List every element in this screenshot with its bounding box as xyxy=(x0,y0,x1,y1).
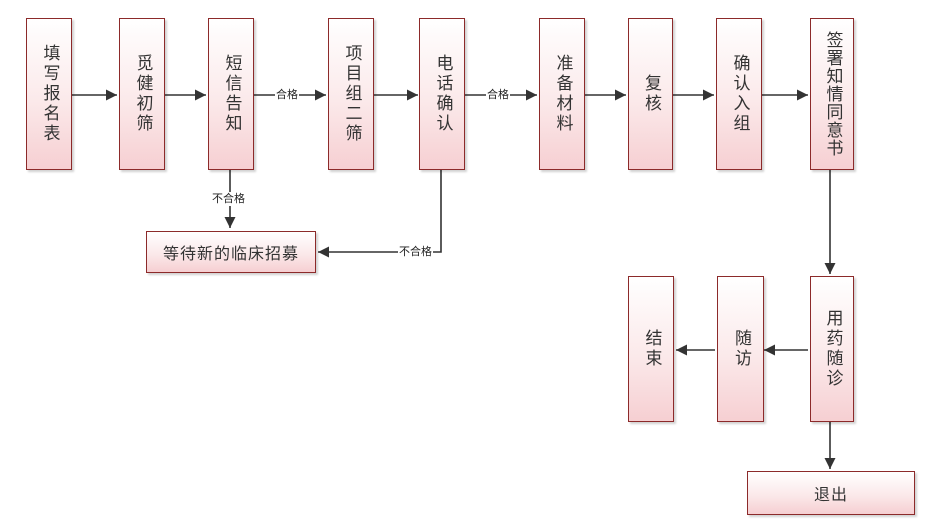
node-label: 确认入组 xyxy=(729,54,750,134)
edge-label-pass: 合格 xyxy=(486,88,510,102)
edge-label-pass: 合格 xyxy=(275,88,299,102)
node-prepare-materials: 准备材料 xyxy=(539,18,585,170)
node-label: 用药随诊 xyxy=(822,309,843,389)
node-project-second-screen: 项目组二筛 xyxy=(328,18,374,170)
node-label: 结束 xyxy=(641,329,662,369)
node-label: 准备材料 xyxy=(552,54,573,134)
node-exit: 退出 xyxy=(747,471,915,515)
node-prescreen: 觅健初筛 xyxy=(119,18,165,170)
node-label: 退出 xyxy=(813,485,848,504)
edge-label-fail: 不合格 xyxy=(398,245,433,259)
arrow-phone-to-wait xyxy=(318,170,442,258)
node-label: 项目组二筛 xyxy=(341,44,362,144)
node-followup: 随访 xyxy=(717,276,764,422)
node-phone-confirm: 电话确认 xyxy=(419,18,465,170)
node-label: 签署知情同意书 xyxy=(822,31,843,157)
node-sms-notice: 短信告知 xyxy=(208,18,254,170)
node-label: 电话确认 xyxy=(432,54,453,134)
node-label: 短信告知 xyxy=(221,54,242,134)
node-recheck: 复核 xyxy=(628,18,673,170)
node-wait-new-trial: 等待新的临床招募 xyxy=(146,231,316,273)
node-label: 随访 xyxy=(731,329,751,369)
node-fill-form: 填写报名表 xyxy=(26,18,72,170)
node-label: 复核 xyxy=(641,74,661,114)
node-label: 等待新的临床招募 xyxy=(162,244,299,263)
node-medication-followup: 用药随诊 xyxy=(810,276,854,422)
node-confirm-enroll: 确认入组 xyxy=(716,18,762,170)
node-label: 填写报名表 xyxy=(39,44,60,144)
node-label: 觅健初筛 xyxy=(132,54,153,134)
node-sign-consent: 签署知情同意书 xyxy=(810,18,854,170)
edge-label-fail: 不合格 xyxy=(211,192,246,206)
node-end: 结束 xyxy=(628,276,674,422)
